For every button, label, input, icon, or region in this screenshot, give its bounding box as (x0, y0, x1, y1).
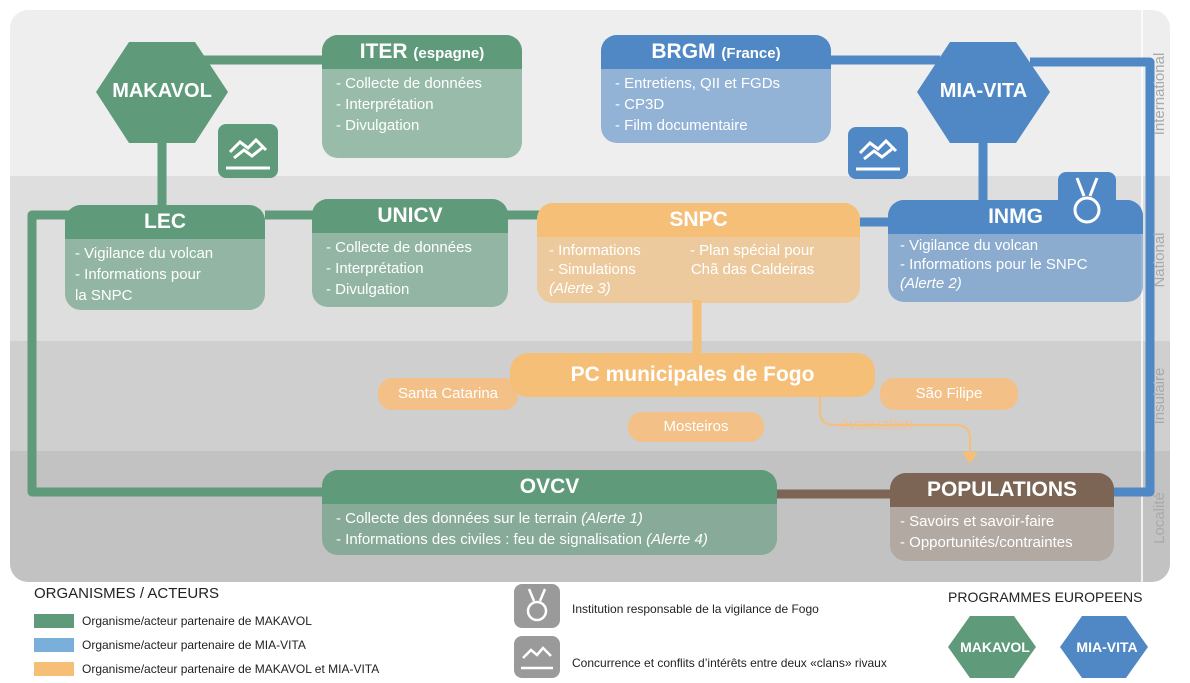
legend-medal-icon (514, 584, 560, 628)
snpc-item: - Simulations (549, 261, 636, 278)
santa-catarina-pill: Santa Catarina (378, 378, 518, 410)
miavita-hexagon-shape (917, 42, 1050, 143)
vigilance-medal-icon (1058, 172, 1116, 234)
band-label-insulaire: Insulaire (1151, 367, 1168, 425)
legend-swatch-both (34, 662, 74, 676)
lec-item: la SNPC (75, 287, 133, 304)
makavol-hexagon-label: MAKAVOL (112, 80, 212, 102)
unicv-item: - Interprétation (326, 260, 424, 277)
brgm-title: BRGM (France) (601, 35, 831, 69)
legend-programmes-hexagons (948, 616, 1148, 678)
unicv-items: - Collecte de données - Interprétation -… (312, 233, 508, 300)
lec-box: LEC - Vigilance du volcan - Informations… (65, 205, 265, 310)
brgm-item: - Film documentaire (615, 117, 748, 134)
snpc-item: Chã das Caldeiras (690, 261, 815, 278)
mosteiros-pill: Mosteiros (628, 412, 764, 442)
handshake-icon (521, 646, 553, 670)
iter-box: ITER (espagne) - Collecte de données - I… (322, 35, 522, 158)
miavita-hexagon: MIA-VITA (917, 42, 1050, 143)
snpc-col2: - Plan spécial pour Chã das Caldeiras (690, 241, 814, 279)
brgm-items: - Entretiens, QII et FGDs - CP3D - Film … (601, 69, 831, 136)
lec-title: LEC (65, 205, 265, 239)
legend-makavol-hexagon (948, 616, 1036, 678)
evacuation-label: évacuation (840, 416, 913, 433)
legend-label-miavita: Organisme/acteur partenaire de MIA-VITA (82, 638, 306, 652)
conflict-icon-makavol (218, 124, 278, 178)
lec-items: - Vigilance du volcan - Informations pou… (65, 239, 265, 306)
ovcv-box: OVCV - Collecte des données sur le terra… (322, 470, 777, 555)
brgm-item: - CP3D (615, 96, 665, 113)
legend-conflict-label: Concurrence et conflits d’intérêts entre… (572, 656, 887, 670)
legend-makavol-label: MAKAVOL (960, 639, 1030, 655)
green-connectors (27, 55, 540, 497)
band-label-international: International (1151, 52, 1168, 136)
snpc-title: SNPC (537, 203, 860, 237)
connector-miavita-populations (1030, 57, 1155, 497)
legend-handshake-icon (514, 636, 560, 678)
ovcv-item: - Collecte des données sur le terrain (A… (336, 510, 643, 527)
handshake-icon (856, 138, 900, 171)
pc-municipales-box: PC municipales de Fogo (510, 353, 875, 397)
medal-icon (526, 588, 548, 622)
snpc-item: - Plan spécial pour (690, 242, 815, 259)
evacuation-arrow-head (962, 452, 978, 464)
conflict-icon-miavita (848, 127, 908, 179)
unicv-item: - Collecte de données (326, 239, 472, 256)
connector-lec-ovcv (27, 210, 330, 497)
miavita-hexagon-label: MIA-VITA (939, 80, 1028, 102)
ovcv-item: - Informations des civiles : feu de sign… (336, 531, 708, 548)
evacuation-arrow-line (819, 390, 971, 455)
snpc-col1: - Informations - Simulations (Alerte 3) (549, 241, 641, 298)
legend-swatch-miavita (34, 638, 74, 652)
snpc-alert: (Alerte 3) (549, 280, 611, 297)
handshake-icon (226, 137, 270, 170)
unicv-item: - Divulgation (326, 281, 410, 298)
makavol-hexagon-shape (96, 42, 228, 143)
populations-item: - Opportunités/contraintes (900, 534, 1073, 551)
populations-title: POPULATIONS (890, 473, 1114, 507)
legend-swatch-makavol (34, 614, 74, 628)
makavol-hexagon: MAKAVOL (96, 42, 228, 143)
ovcv-items: - Collecte des données sur le terrain (A… (336, 508, 708, 550)
medal-icon (1073, 177, 1101, 224)
legend-miavita-hexagon (1060, 616, 1148, 678)
iter-item: - Collecte de données (336, 75, 482, 92)
sao-filipe-pill: São Filipe (880, 378, 1018, 410)
iter-items: - Collecte de données - Interprétation -… (322, 69, 522, 136)
inmg-alert: (Alerte 2) (900, 275, 962, 292)
inmg-items: - Vigilance du volcan - Informations pou… (900, 236, 1088, 293)
legend-label-makavol: Organisme/acteur partenaire de MAKAVOL (82, 614, 312, 628)
band-label-localite: Localité (1151, 492, 1168, 544)
lec-item: - Vigilance du volcan (75, 245, 214, 262)
populations-items: - Savoirs et savoir-faire - Opportunités… (890, 507, 1114, 553)
populations-box: POPULATIONS - Savoirs et savoir-faire - … (890, 473, 1114, 561)
snpc-item: - Informations (549, 242, 641, 259)
inmg-item: - Informations pour le SNPC (900, 256, 1088, 273)
legend-programmes-title: PROGRAMMES EUROPEENS (948, 589, 1143, 605)
snpc-box: SNPC - Informations - Simulations (Alert… (537, 203, 860, 303)
ovcv-title: OVCV (322, 470, 777, 504)
lec-item: - Informations pour (75, 266, 201, 283)
iter-title: ITER (espagne) (322, 35, 522, 69)
unicv-box: UNICV - Collecte de données - Interpréta… (312, 199, 508, 307)
iter-item: - Interprétation (336, 96, 434, 113)
legend-organismes-title: ORGANISMES / ACTEURS (34, 585, 220, 602)
legend-vigilance-label: Institution responsable de la vigilance … (572, 602, 819, 616)
iter-item: - Divulgation (336, 117, 420, 134)
band-label-national: National (1151, 232, 1168, 288)
brgm-item: - Entretiens, QII et FGDs (615, 75, 781, 92)
legend-miavita-label: MIA-VITA (1076, 639, 1138, 655)
brgm-box: BRGM (France) - Entretiens, QII et FGDs … (601, 35, 831, 143)
inmg-item: - Vigilance du volcan (900, 237, 1039, 254)
unicv-title: UNICV (312, 199, 508, 233)
legend-label-both: Organisme/acteur partenaire de MAKAVOL e… (82, 662, 380, 676)
populations-item: - Savoirs et savoir-faire (900, 513, 1055, 530)
